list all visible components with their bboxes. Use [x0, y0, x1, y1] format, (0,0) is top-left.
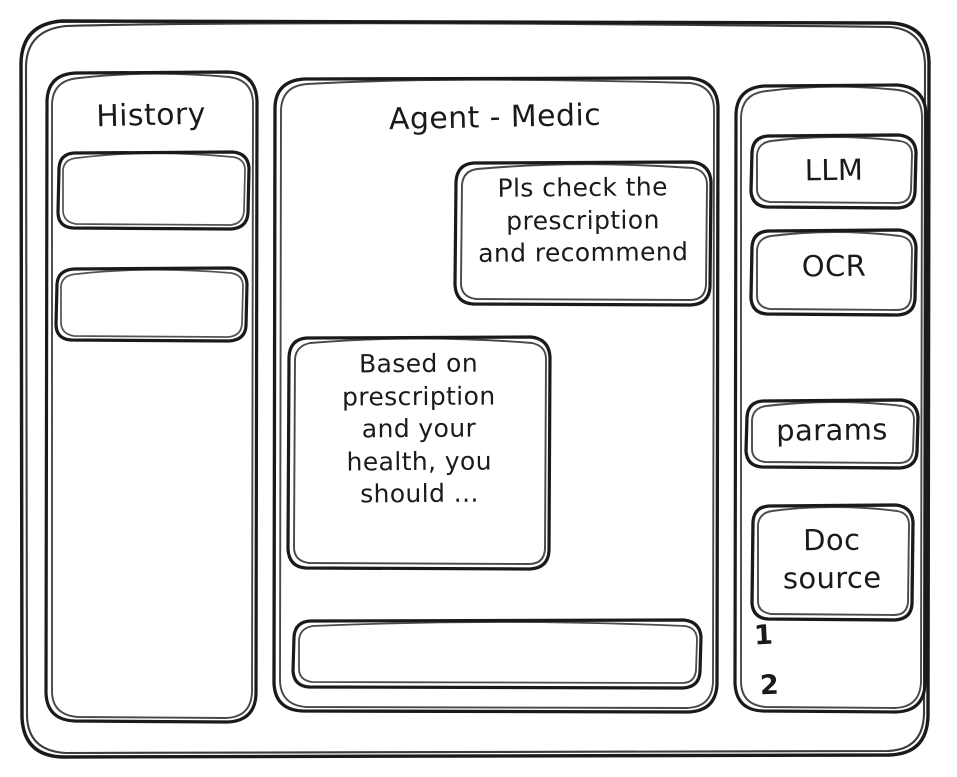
user-message-text: Pls check the prescription and recommend [478, 172, 689, 268]
history-item-1[interactable] [56, 151, 251, 231]
doc-source-list-item-1[interactable]: 1 [753, 619, 774, 652]
assistant-message-text: Based on prescription and your health, y… [341, 348, 496, 509]
params-button-label: params [775, 412, 889, 448]
agent-panel-title: Agent - Medic [388, 97, 602, 138]
doc-source-list-item-2[interactable]: 2 [759, 669, 780, 702]
llm-button-label: LLM [804, 152, 864, 188]
composer-input[interactable] [293, 620, 701, 688]
doc-source-button-label: Doc source [782, 522, 882, 596]
ocr-button-label: OCR [801, 248, 867, 284]
history-item-2[interactable] [54, 267, 249, 343]
history-panel-title: History [95, 96, 207, 135]
